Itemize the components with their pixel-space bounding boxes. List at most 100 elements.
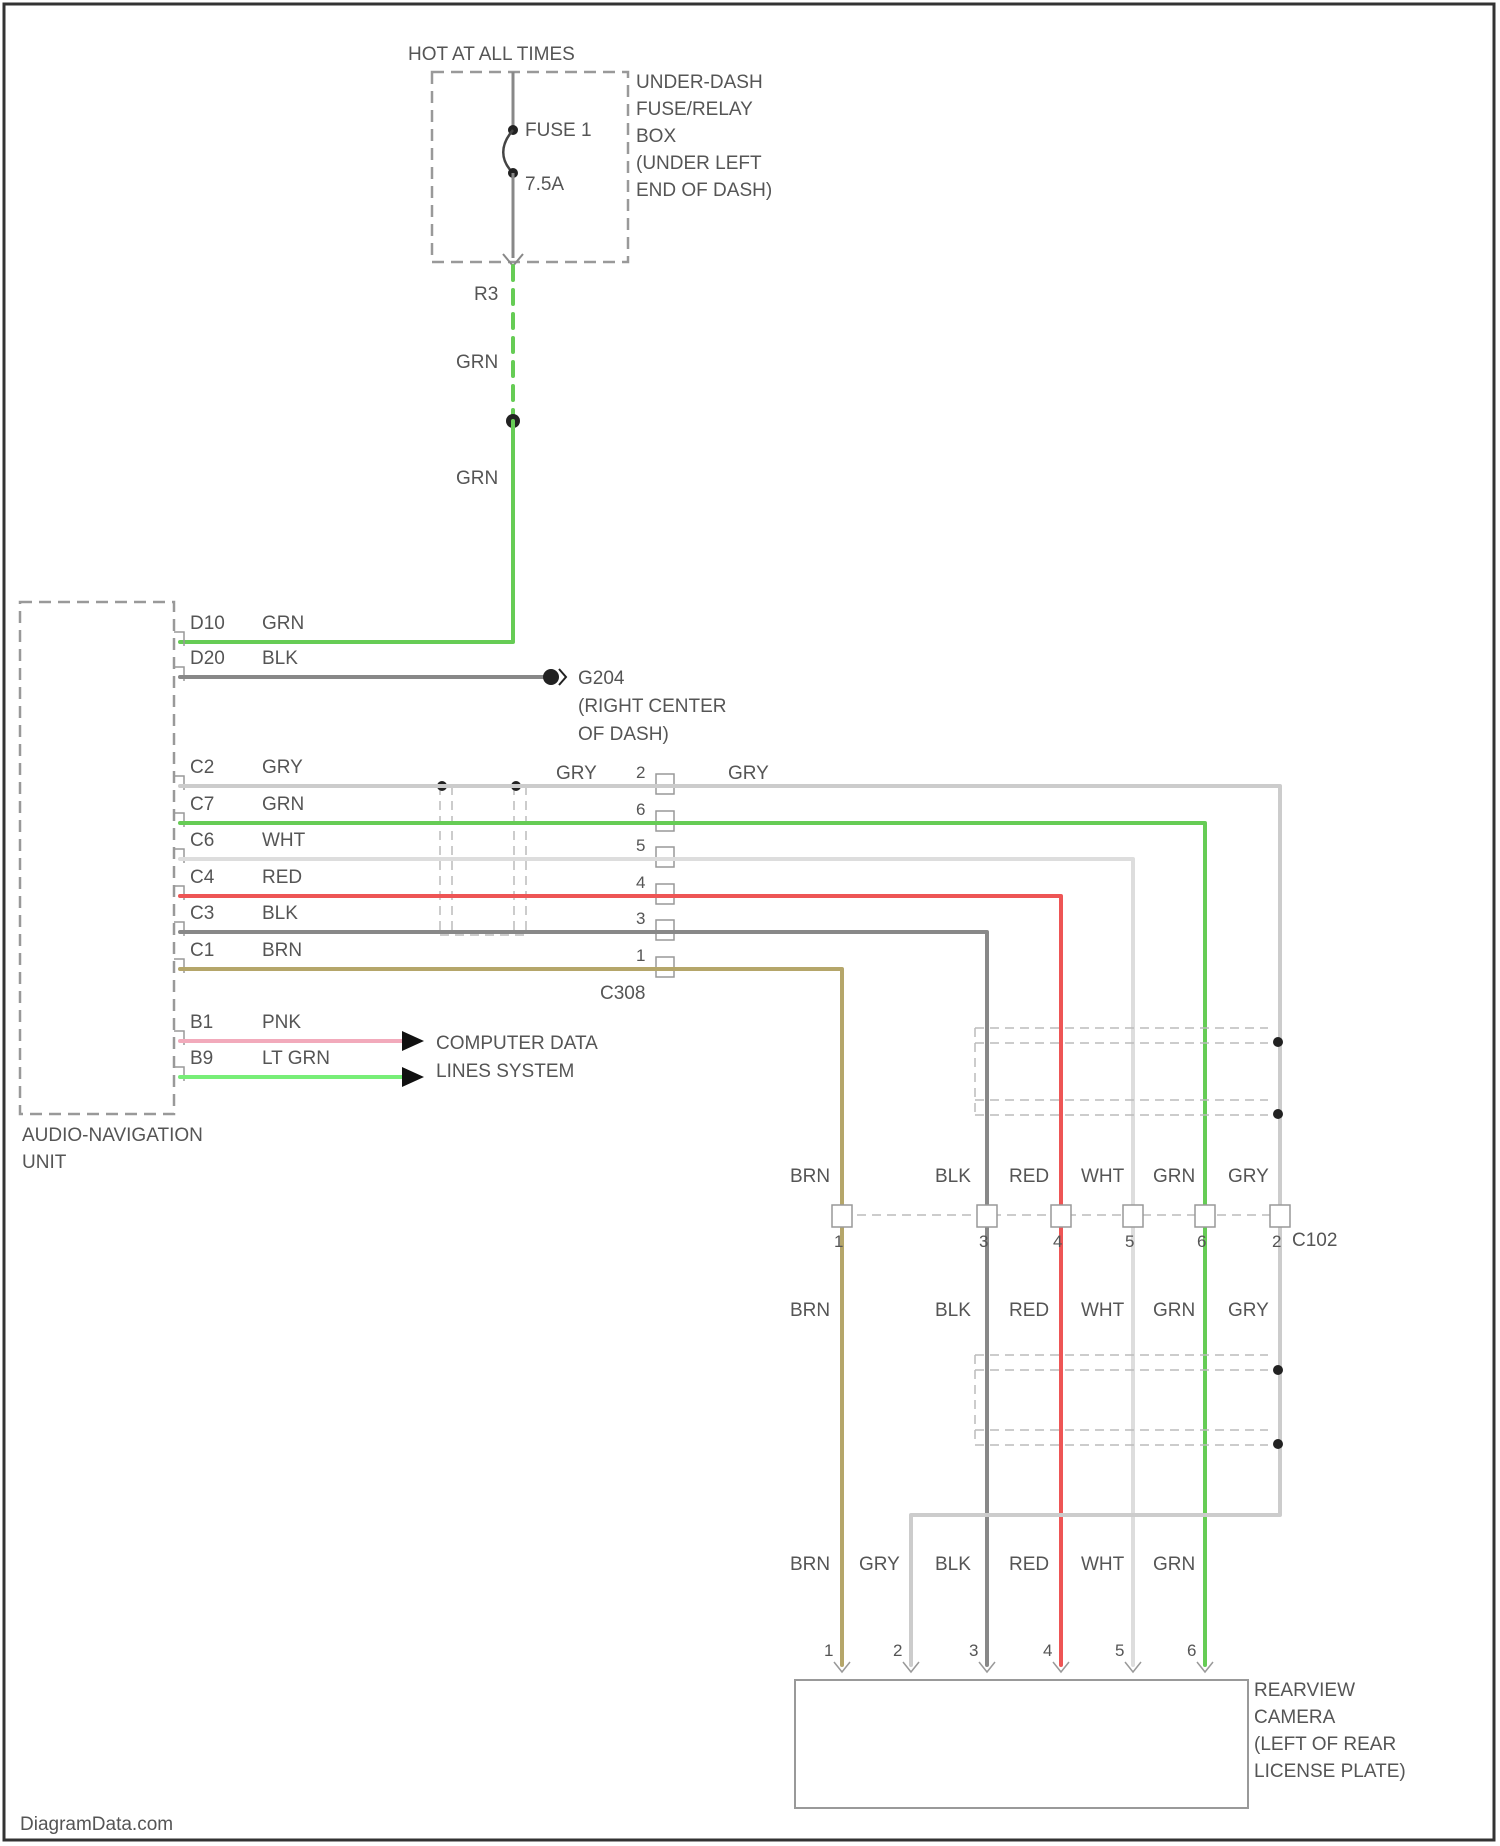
power-wire-label-1: GRN xyxy=(456,352,498,373)
unit-pin-wire-color: BRN xyxy=(262,940,302,961)
c102-pin-number: 6 xyxy=(1197,1232,1206,1251)
camera-name-line-3: (LEFT OF REAR xyxy=(1254,1734,1396,1755)
unit-pin-id: B9 xyxy=(190,1048,213,1069)
wht-wire xyxy=(180,859,1133,1665)
unit-pin-wire-color: GRN xyxy=(262,613,304,634)
camera-name-line-4: LICENSE PLATE) xyxy=(1254,1761,1406,1782)
power-wire xyxy=(180,421,513,642)
c102-top-wire-label: GRY xyxy=(1228,1166,1269,1187)
camera-pin-number: 3 xyxy=(969,1641,978,1660)
ground-location-line-1: (RIGHT CENTER xyxy=(578,696,726,717)
c102-pin-number: 4 xyxy=(1053,1232,1062,1251)
camera-pin-number: 1 xyxy=(824,1641,833,1660)
c102-bottom-wire-label: RED xyxy=(1009,1300,1049,1321)
c102-top-wire-label: RED xyxy=(1009,1166,1049,1187)
power-feed: R3 GRN GRN xyxy=(180,266,520,642)
harness-splice-1 xyxy=(1273,1037,1283,1047)
data-lines-line-2: LINES SYSTEM xyxy=(436,1061,574,1082)
fuse-box-line-3: BOX xyxy=(636,126,676,147)
c102-top-wire-label: BRN xyxy=(790,1166,830,1187)
c308-id: C308 xyxy=(600,983,645,1004)
unit-pin-id: C3 xyxy=(190,903,214,924)
c102-bottom-wire-label: GRY xyxy=(1228,1300,1269,1321)
diagram-frame xyxy=(4,4,1494,1840)
unit-pin-id: D20 xyxy=(190,648,225,669)
camera-name-line-1: REARVIEW xyxy=(1254,1680,1355,1701)
c308-pin-number: 6 xyxy=(636,800,645,819)
c102-bottom-wire-label: GRN xyxy=(1153,1300,1195,1321)
ground-location-line-2: OF DASH) xyxy=(578,724,669,745)
ground-id: G204 xyxy=(578,668,625,689)
harness-splice-4 xyxy=(1273,1439,1283,1449)
c102-pin-housing xyxy=(977,1205,997,1227)
connector-c102: C102 1BRNBRN3BLKBLK4REDRED5WHTWHT6GRNGRN… xyxy=(790,1166,1337,1321)
c102-top-wire-label: GRN xyxy=(1153,1166,1195,1187)
fuse-box-line-1: UNDER-DASH xyxy=(636,72,763,93)
camera-pin-number: 5 xyxy=(1115,1641,1124,1660)
power-wire-label-2: GRN xyxy=(456,468,498,489)
c102-pin-housing xyxy=(1051,1205,1071,1227)
unit-pin-wire-color: BLK xyxy=(262,648,298,669)
c102-pin-number: 2 xyxy=(1272,1232,1281,1251)
c102-id: C102 xyxy=(1292,1230,1337,1251)
ground-g204: G204 (RIGHT CENTER OF DASH) xyxy=(180,668,726,745)
red-wire xyxy=(180,896,1061,1665)
ground-arrow-icon xyxy=(559,669,566,685)
ground-point-icon xyxy=(543,669,559,685)
data-lines-line-1: COMPUTER DATA xyxy=(436,1033,598,1054)
fuse-box: HOT AT ALL TIMES FUSE 1 7.5A UNDER-DASH … xyxy=(408,44,772,266)
hot-at-all-times-label: HOT AT ALL TIMES xyxy=(408,44,575,65)
unit-pin-id: C2 xyxy=(190,757,214,778)
unit-pin-id: C6 xyxy=(190,830,214,851)
camera-wire-label: RED xyxy=(1009,1554,1049,1575)
fuse-icon xyxy=(503,130,513,173)
unit-pin-wire-color: BLK xyxy=(262,903,298,924)
audio-navigation-unit: AUDIO-NAVIGATION UNIT xyxy=(20,602,203,1173)
c308-pin-number: 5 xyxy=(636,836,645,855)
unit-pin-wire-color: LT GRN xyxy=(262,1048,330,1069)
c102-pin-number: 3 xyxy=(979,1232,988,1251)
watermark: DiagramData.com xyxy=(20,1814,173,1835)
unit-pin-wire-color: GRY xyxy=(262,757,303,778)
c102-bottom-wire-label: BLK xyxy=(935,1300,971,1321)
unit-pin-wire-color: RED xyxy=(262,867,302,888)
c308-pin-number: 3 xyxy=(636,909,645,928)
c102-pin-number: 1 xyxy=(834,1232,843,1251)
c102-top-wire-label: BLK xyxy=(935,1166,971,1187)
c102-bottom-wire-label: BRN xyxy=(790,1300,830,1321)
c308-gry-wire-label: GRY xyxy=(556,763,597,784)
unit-outline xyxy=(20,602,174,1114)
fuse-box-line-2: FUSE/RELAY xyxy=(636,99,753,120)
harness-splice-2 xyxy=(1273,1109,1283,1119)
fuse-terminal-id: R3 xyxy=(474,284,498,305)
c102-pin-housing xyxy=(1270,1205,1290,1227)
grn-wire xyxy=(180,823,1205,1665)
c102-pin-number: 5 xyxy=(1125,1232,1134,1251)
camera-wire-label: BRN xyxy=(790,1554,830,1575)
c308-gry-out-label: GRY xyxy=(728,763,769,784)
c102-pin-housing xyxy=(1195,1205,1215,1227)
harness-splice-3 xyxy=(1273,1365,1283,1375)
unit-pin-id: C7 xyxy=(190,794,214,815)
camera-pin-number: 2 xyxy=(893,1641,902,1660)
data-arrow-icon-1 xyxy=(402,1031,424,1051)
fuse-box-outline xyxy=(432,72,628,262)
computer-data-lines: COMPUTER DATA LINES SYSTEM xyxy=(180,1031,598,1087)
camera-wire-label: GRN xyxy=(1153,1554,1195,1575)
unit-name-line-1: AUDIO-NAVIGATION xyxy=(22,1125,203,1146)
harness-wires xyxy=(180,786,1280,1665)
unit-pin-id: C1 xyxy=(190,940,214,961)
camera-pin-number: 6 xyxy=(1187,1641,1196,1660)
unit-pin-id: B1 xyxy=(190,1012,213,1033)
c102-pin-housing xyxy=(1123,1205,1143,1227)
unit-pin-wire-color: GRN xyxy=(262,794,304,815)
c308-pin-number: 4 xyxy=(636,873,645,892)
camera-name-line-2: CAMERA xyxy=(1254,1707,1336,1728)
c102-bottom-wire-label: WHT xyxy=(1081,1300,1125,1321)
unit-pin-wire-color: PNK xyxy=(262,1012,301,1033)
fuse-name: FUSE 1 xyxy=(525,120,592,141)
c308-pin-number: 1 xyxy=(636,946,645,965)
